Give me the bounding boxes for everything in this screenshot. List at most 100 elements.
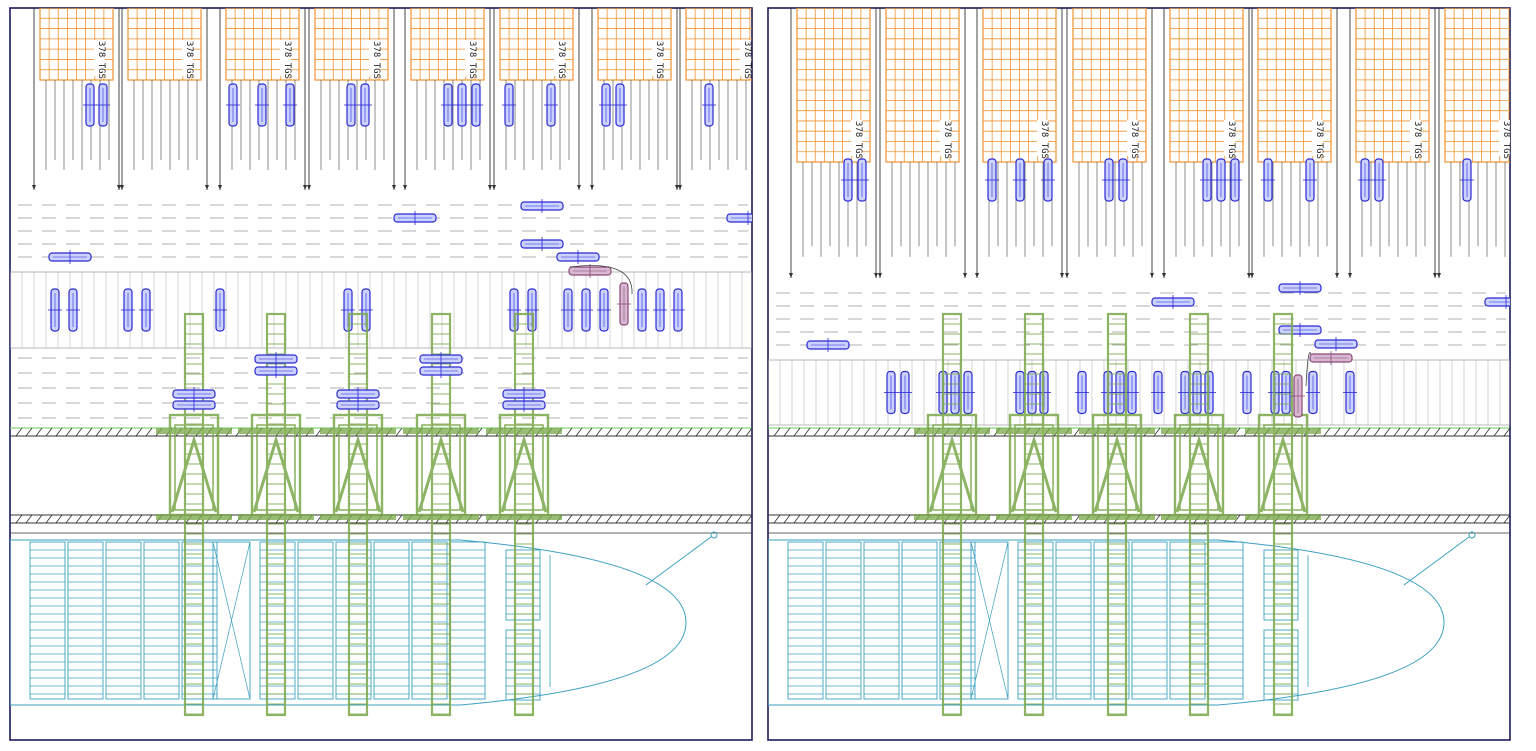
container-stack-block: 378 TGS xyxy=(878,8,967,278)
stack-label: 378 TGS xyxy=(1412,121,1422,159)
straddle-carrier xyxy=(255,83,269,127)
crane-sill-beam xyxy=(914,428,990,434)
lane-vehicle xyxy=(806,338,850,352)
buffer-zone xyxy=(10,271,752,349)
ship-bay xyxy=(297,541,334,700)
ship-bay xyxy=(1055,541,1092,700)
stack-label: 378 TGS xyxy=(467,41,477,79)
lane-vehicle xyxy=(1278,281,1322,295)
lane-vehicle xyxy=(520,237,564,251)
container-stack-block: 378 TGS xyxy=(120,8,209,190)
buffer-vehicle xyxy=(898,370,912,415)
crane-sill-beam xyxy=(914,514,990,520)
container-stack-block: 378 TGS xyxy=(1250,8,1339,278)
ship-to-shore-crane xyxy=(996,312,1072,717)
straddle-carrier xyxy=(599,83,613,127)
buffer-zone xyxy=(768,359,1510,426)
buffer-vehicle xyxy=(1125,370,1139,415)
crane-sill-beam xyxy=(320,514,396,520)
lane-vehicle xyxy=(556,250,600,264)
straddle-carrier xyxy=(855,158,869,202)
lane-vehicle xyxy=(393,211,437,225)
ship-to-shore-crane xyxy=(320,312,396,717)
buffer-vehicle xyxy=(1306,370,1320,415)
ship-bay xyxy=(259,541,296,700)
crane-transfer-vehicle xyxy=(419,364,463,378)
straddle-carrier xyxy=(96,83,110,127)
ship-bay xyxy=(373,541,410,700)
straddle-carrier xyxy=(1041,158,1055,202)
crane-transfer-vehicle xyxy=(502,387,546,401)
buffer-vehicle xyxy=(635,288,649,332)
ship-bay xyxy=(181,541,218,700)
ship-bay xyxy=(29,541,66,700)
straddle-carrier xyxy=(841,158,855,202)
ship-to-shore-crane xyxy=(914,312,990,717)
stack-label: 378 TGS xyxy=(96,41,106,79)
hatch-cover xyxy=(212,541,251,700)
straddle-carrier xyxy=(469,83,483,127)
container-stack-block: 378 TGS xyxy=(307,8,396,190)
mooring-point xyxy=(1468,531,1476,539)
buffer-vehicle xyxy=(961,370,975,415)
ship-bay xyxy=(1093,541,1130,700)
crane-transfer-vehicle xyxy=(172,398,216,412)
straddle-carrier xyxy=(358,83,372,127)
panel-frame xyxy=(9,7,753,741)
buffer-vehicle xyxy=(213,288,227,332)
crane-sill-beam xyxy=(996,428,1072,434)
stack-label: 378 TGS xyxy=(1039,121,1049,159)
straddle-carrier xyxy=(441,83,455,127)
straddle-carrier xyxy=(985,158,999,202)
vessel-hull xyxy=(768,539,1445,706)
ship-bay xyxy=(505,549,541,621)
ship-bay xyxy=(1207,541,1244,700)
lane-vehicle xyxy=(520,199,564,213)
buffer-vehicle xyxy=(597,288,611,332)
container-stack-block: 378 TGS xyxy=(590,8,679,190)
crane-sill-beam xyxy=(238,514,314,520)
ship-to-shore-crane xyxy=(156,312,232,717)
stack-label: 378 TGS xyxy=(1501,121,1511,159)
ship-to-shore-crane xyxy=(1161,312,1237,717)
stack-label: 378 TGS xyxy=(1226,121,1236,159)
ship-bay xyxy=(1131,541,1168,700)
ship-bay xyxy=(105,541,142,700)
crane-sill-beam xyxy=(1161,514,1237,520)
lane-vehicle xyxy=(1484,295,1510,309)
crane-transfer-vehicle xyxy=(336,387,380,401)
ship-bay xyxy=(1017,541,1054,700)
lane-vehicle xyxy=(1151,295,1195,309)
straddle-carrier xyxy=(1214,158,1228,202)
buffer-vehicle xyxy=(671,288,685,332)
container-stack-block: 378 TGS xyxy=(1162,8,1251,278)
ship-to-shore-crane xyxy=(403,312,479,717)
vessel xyxy=(768,531,1476,706)
crane-sill-beam xyxy=(1245,514,1321,520)
straddle-carrier xyxy=(1372,158,1386,202)
crane-transfer-vehicle xyxy=(336,398,380,412)
straddle-carrier xyxy=(1116,158,1130,202)
buffer-vehicle xyxy=(1075,370,1089,415)
ship-bay xyxy=(143,541,180,700)
vehicle-route xyxy=(569,265,633,295)
lane-vehicle xyxy=(726,211,752,225)
container-stack-block: 378 TGS xyxy=(678,8,752,190)
ship-bay xyxy=(67,541,104,700)
straddle-carrier xyxy=(1013,158,1027,202)
container-stack-block: 378 TGS xyxy=(32,8,121,190)
stack-label: 378 TGS xyxy=(556,41,566,79)
crane-sill-beam xyxy=(486,428,562,434)
crane-sill-beam xyxy=(996,514,1072,520)
container-stack-block: 378 TGS xyxy=(403,8,492,190)
crane-sill-beam xyxy=(156,428,232,434)
straddle-carrier xyxy=(83,83,97,127)
crane-transfer-vehicle xyxy=(254,352,298,366)
straddle-carrier xyxy=(283,83,297,127)
lane-vehicle xyxy=(1314,337,1358,351)
straddle-carrier xyxy=(1102,158,1116,202)
view-panel-right[interactable]: 378 TGS 378 TGS 378 TGS 378 TGS 378 TGS 378 T… xyxy=(767,7,1527,741)
ship-bay xyxy=(901,541,938,700)
stack-label: 378 TGS xyxy=(1129,121,1139,159)
